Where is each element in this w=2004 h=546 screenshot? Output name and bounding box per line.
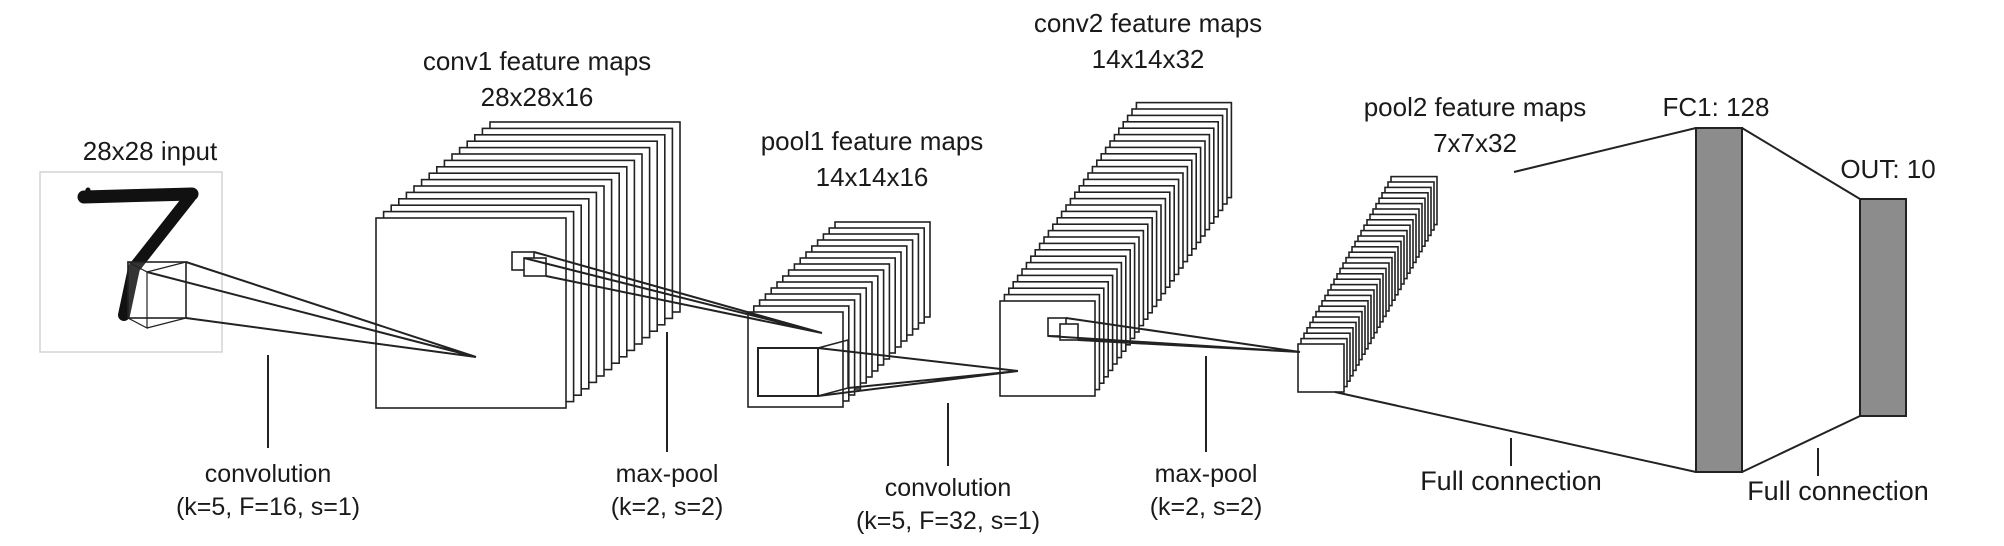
pool1-feature-map-stack <box>747 221 931 408</box>
pool1-dims: 14x14x16 <box>816 162 929 192</box>
connection-fc1-to-out <box>1741 127 1861 473</box>
conv2-block: conv2 feature maps 14x14x32 <box>999 8 1262 397</box>
conv1-block: conv1 feature maps 28x28x16 <box>375 46 681 409</box>
conv1-title: conv1 feature maps <box>423 46 651 76</box>
fc1-title: FC1: 128 <box>1663 92 1770 122</box>
op-label-full-connection-2: Full connection <box>1747 448 1929 506</box>
op1-params: (k=5, F=16, s=1) <box>176 493 360 521</box>
conv2-dims: 14x14x32 <box>1092 44 1205 74</box>
op2-name: max-pool <box>616 460 719 488</box>
connection-conv2-to-pool2 <box>1047 317 1301 353</box>
out-block: OUT: 10 <box>1840 154 1936 417</box>
conv2-feature-map-stack <box>999 101 1233 397</box>
conv1-dims: 28x28x16 <box>481 82 594 112</box>
pool2-feature-map-stack <box>1297 175 1438 393</box>
conv2-title: conv2 feature maps <box>1034 8 1262 38</box>
op3-name: convolution <box>885 474 1011 502</box>
connection-pool1-to-conv2 <box>817 347 1019 397</box>
pool2-block: pool2 feature maps 7x7x32 <box>1297 92 1587 393</box>
out-title: OUT: 10 <box>1840 154 1935 184</box>
op2-params: (k=2, s=2) <box>611 493 724 521</box>
op-label-convolution-2: convolution (k=5, F=32, s=1) <box>856 403 1040 535</box>
fc1-block: FC1: 128 <box>1663 92 1770 473</box>
out-layer-bar <box>1859 198 1907 417</box>
input-receptive-field-box <box>127 261 187 329</box>
conv2-feature-map-layer <box>999 300 1096 397</box>
op4-name: max-pool <box>1155 460 1258 488</box>
pool1-block: pool1 feature maps 14x14x16 <box>747 126 984 408</box>
op-label-max-pool-1: max-pool (k=2, s=2) <box>611 332 724 521</box>
op-label-max-pool-2: max-pool (k=2, s=2) <box>1150 356 1263 521</box>
conv1-feature-map-layer <box>375 217 567 409</box>
op1-name: convolution <box>205 460 331 488</box>
op-label-convolution-1: convolution (k=5, F=16, s=1) <box>176 355 360 521</box>
pool2-feature-map-layer <box>1297 343 1345 393</box>
op-label-full-connection-1: Full connection <box>1420 438 1602 496</box>
connection-lines <box>146 127 1861 473</box>
pool2-title: pool2 feature maps <box>1364 92 1587 122</box>
op5-name: Full connection <box>1420 466 1602 496</box>
fc1-layer-bar <box>1695 127 1743 473</box>
pool1-receptive-field-box <box>757 339 849 397</box>
op6-name: Full connection <box>1747 476 1929 506</box>
op4-params: (k=2, s=2) <box>1150 493 1263 521</box>
pool2-dims: 7x7x32 <box>1433 128 1517 158</box>
conv1-feature-map-stack <box>375 121 681 409</box>
connection-conv1-to-pool1 <box>523 251 823 334</box>
pool1-title: pool1 feature maps <box>761 126 984 156</box>
input-block: 28x28 input <box>39 136 223 353</box>
op3-params: (k=5, F=32, s=1) <box>856 507 1040 535</box>
connection-pool2-to-fc1 <box>1334 127 1697 473</box>
input-title: 28x28 input <box>83 136 218 166</box>
connection-input-to-conv1 <box>146 261 477 358</box>
